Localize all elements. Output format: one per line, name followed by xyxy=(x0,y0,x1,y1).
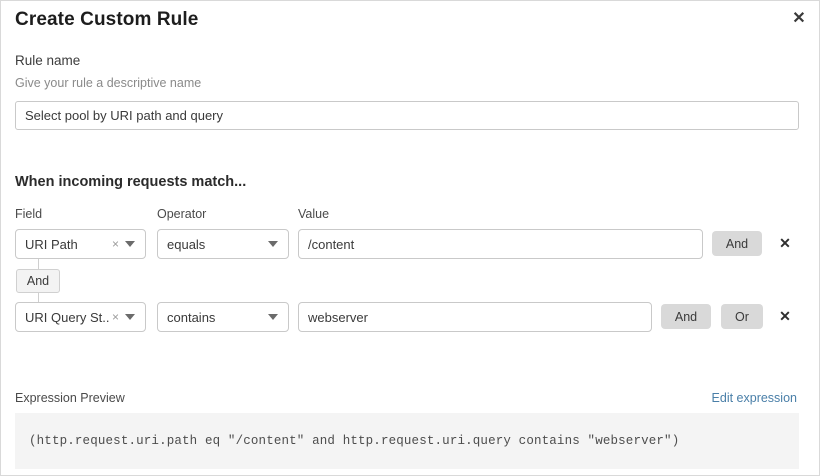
and-button-2[interactable]: And xyxy=(661,304,711,329)
operator-select-2-value: contains xyxy=(167,309,216,325)
column-header-operator: Operator xyxy=(157,207,207,221)
rule-name-input[interactable] xyxy=(15,101,799,130)
rule-name-help-text: Give your rule a descriptive name xyxy=(15,76,202,90)
group-connector-and-badge[interactable]: And xyxy=(16,269,60,293)
conditions-heading: When incoming requests match... xyxy=(15,174,247,190)
clear-icon[interactable]: × xyxy=(111,237,119,251)
field-select-1[interactable]: URI Path × xyxy=(15,229,146,259)
value-input-2[interactable] xyxy=(298,302,652,332)
chevron-down-icon xyxy=(268,241,278,247)
field-select-1-value: URI Path xyxy=(25,236,78,252)
value-input-1[interactable] xyxy=(298,229,703,259)
condition-row: URI Query St... × contains And Or ✕ xyxy=(1,302,820,332)
operator-select-2[interactable]: contains xyxy=(157,302,289,332)
condition-row: URI Path × equals And ✕ xyxy=(1,229,820,259)
operator-select-1[interactable]: equals xyxy=(157,229,289,259)
expression-preview-text: (http.request.uri.path eq "/content" and… xyxy=(29,434,680,448)
and-button-1[interactable]: And xyxy=(712,231,762,256)
expression-preview-box: (http.request.uri.path eq "/content" and… xyxy=(15,413,799,469)
field-select-2[interactable]: URI Query St... × xyxy=(15,302,146,332)
chevron-down-icon xyxy=(125,314,135,320)
dialog-title: Create Custom Rule xyxy=(15,9,199,30)
close-icon[interactable]: ✕ xyxy=(792,10,806,27)
column-header-field: Field xyxy=(15,207,43,221)
rule-name-label: Rule name xyxy=(15,53,81,68)
chevron-down-icon xyxy=(125,241,135,247)
or-button-2[interactable]: Or xyxy=(721,304,763,329)
operator-select-1-value: equals xyxy=(167,236,206,252)
delete-condition-icon-1[interactable]: ✕ xyxy=(779,235,791,251)
expression-preview-label: Expression Preview xyxy=(15,391,125,405)
connector-line-bottom xyxy=(38,292,39,302)
field-select-2-value: URI Query St... xyxy=(25,309,110,325)
edit-expression-link[interactable]: Edit expression xyxy=(711,391,797,405)
clear-icon[interactable]: × xyxy=(111,310,119,324)
connector-line-top xyxy=(38,259,39,270)
chevron-down-icon xyxy=(268,314,278,320)
delete-condition-icon-2[interactable]: ✕ xyxy=(779,308,791,324)
column-header-value: Value xyxy=(298,207,330,221)
